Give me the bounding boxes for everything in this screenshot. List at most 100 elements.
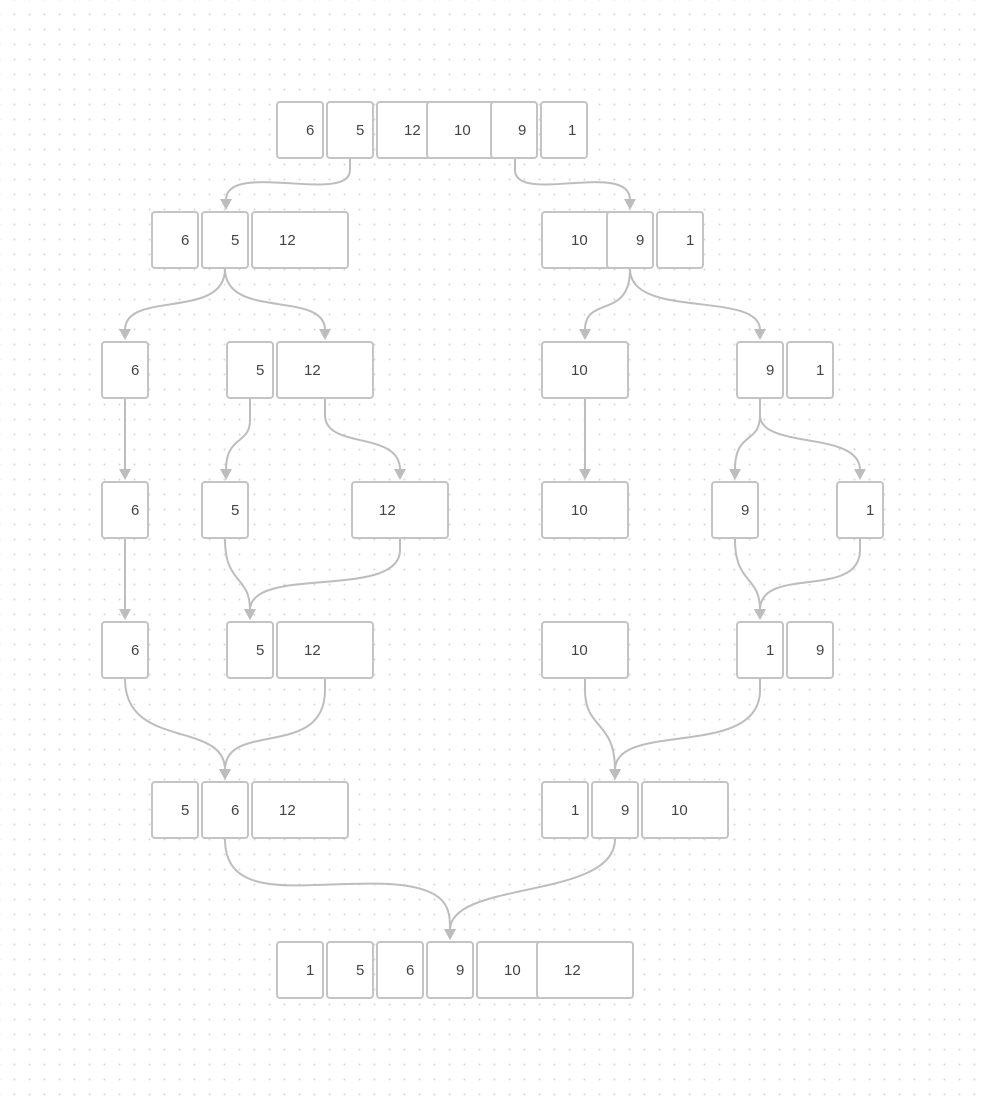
arrowhead-icon (609, 769, 621, 780)
array-cell: 10 (541, 481, 629, 539)
array-cell: 12 (536, 941, 634, 999)
cell-value: 12 (279, 231, 296, 249)
cell-value: 5 (231, 501, 240, 519)
cell-value: 1 (766, 641, 775, 659)
cell-value: 9 (518, 121, 527, 139)
arrowhead-icon (624, 199, 636, 210)
arrowhead-icon (444, 929, 456, 940)
connector-line (249, 539, 401, 611)
array-cell: 9 (426, 941, 474, 999)
arrowhead-icon (119, 469, 131, 480)
cell-value: 5 (181, 801, 190, 819)
cell-value: 6 (131, 501, 140, 519)
arrowhead-icon (854, 469, 866, 480)
arrowhead-icon (394, 469, 406, 480)
cell-value: 5 (356, 121, 365, 139)
cell-value: 10 (571, 641, 588, 659)
connector-line (759, 539, 861, 611)
array-cell: 6 (151, 211, 199, 269)
cell-value: 9 (636, 231, 645, 249)
array-cell: 10 (541, 621, 629, 679)
array-cell: 10 (426, 101, 498, 159)
cell-value: 1 (306, 961, 315, 979)
cell-value: 10 (571, 501, 588, 519)
cell-value: 6 (231, 801, 240, 819)
arrowhead-icon (119, 609, 131, 620)
cell-value: 9 (621, 801, 630, 819)
connector-line (224, 538, 251, 611)
array-cell: 6 (101, 341, 149, 399)
array-cell: 1 (541, 781, 589, 839)
arrowhead-icon (579, 469, 591, 480)
cell-value: 10 (671, 801, 688, 819)
arrowhead-icon (244, 609, 256, 620)
connector-line (225, 159, 351, 201)
arrowhead-icon (220, 469, 232, 480)
connector-line (224, 838, 451, 931)
arrowhead-icon (219, 769, 231, 780)
array-cell: 9 (711, 481, 759, 539)
cell-value: 1 (816, 361, 825, 379)
connector-line (734, 399, 761, 471)
cell-value: 10 (454, 121, 471, 139)
connector-line (124, 678, 226, 771)
connector-line (224, 268, 326, 331)
array-cell: 1 (656, 211, 704, 269)
cell-value: 10 (571, 361, 588, 379)
cell-value: 9 (741, 501, 750, 519)
cell-value: 12 (379, 501, 396, 519)
arrowhead-icon (244, 609, 256, 620)
array-cell: 12 (276, 621, 374, 679)
connector-line (759, 399, 861, 471)
array-cell: 5 (226, 341, 274, 399)
array-cell: 5 (201, 211, 249, 269)
arrowhead-icon (729, 469, 741, 480)
array-cell: 5 (326, 941, 374, 999)
array-cell: 5 (326, 101, 374, 159)
cell-value: 6 (131, 641, 140, 659)
array-cell: 12 (251, 211, 349, 269)
array-cell: 10 (541, 341, 629, 399)
cell-value: 5 (231, 231, 240, 249)
array-cell: 5 (151, 781, 199, 839)
connector-line (734, 538, 761, 611)
array-cell: 6 (376, 941, 424, 999)
cell-value: 10 (571, 231, 588, 249)
connector-line (224, 679, 326, 771)
array-cell: 9 (786, 621, 834, 679)
array-cell: 6 (101, 621, 149, 679)
cell-value: 12 (304, 641, 321, 659)
array-cell: 12 (351, 481, 449, 539)
array-cell: 6 (201, 781, 249, 839)
array-cell: 10 (541, 211, 615, 269)
array-cell: 1 (786, 341, 834, 399)
array-cell: 9 (606, 211, 654, 269)
array-cell: 9 (591, 781, 639, 839)
arrowhead-icon (754, 329, 766, 340)
cell-value: 12 (279, 801, 296, 819)
cell-value: 5 (256, 361, 265, 379)
cell-value: 1 (571, 801, 580, 819)
connector-line (225, 399, 251, 471)
array-cell: 1 (540, 101, 588, 159)
array-cell: 12 (251, 781, 349, 839)
cell-value: 5 (256, 641, 265, 659)
cell-value: 6 (131, 361, 140, 379)
cell-value: 1 (568, 121, 577, 139)
connector-line (324, 399, 401, 471)
arrowhead-icon (579, 329, 591, 340)
arrowhead-icon (219, 769, 231, 780)
array-cell: 10 (641, 781, 729, 839)
array-cell: 1 (836, 481, 884, 539)
arrowhead-icon (119, 329, 131, 340)
cell-value: 1 (866, 501, 875, 519)
array-cell: 9 (736, 341, 784, 399)
array-cell: 9 (490, 101, 538, 159)
arrowhead-icon (754, 609, 766, 620)
array-cell: 12 (276, 341, 374, 399)
cell-value: 9 (816, 641, 825, 659)
cell-value: 12 (564, 961, 581, 979)
cell-value: 5 (356, 961, 365, 979)
